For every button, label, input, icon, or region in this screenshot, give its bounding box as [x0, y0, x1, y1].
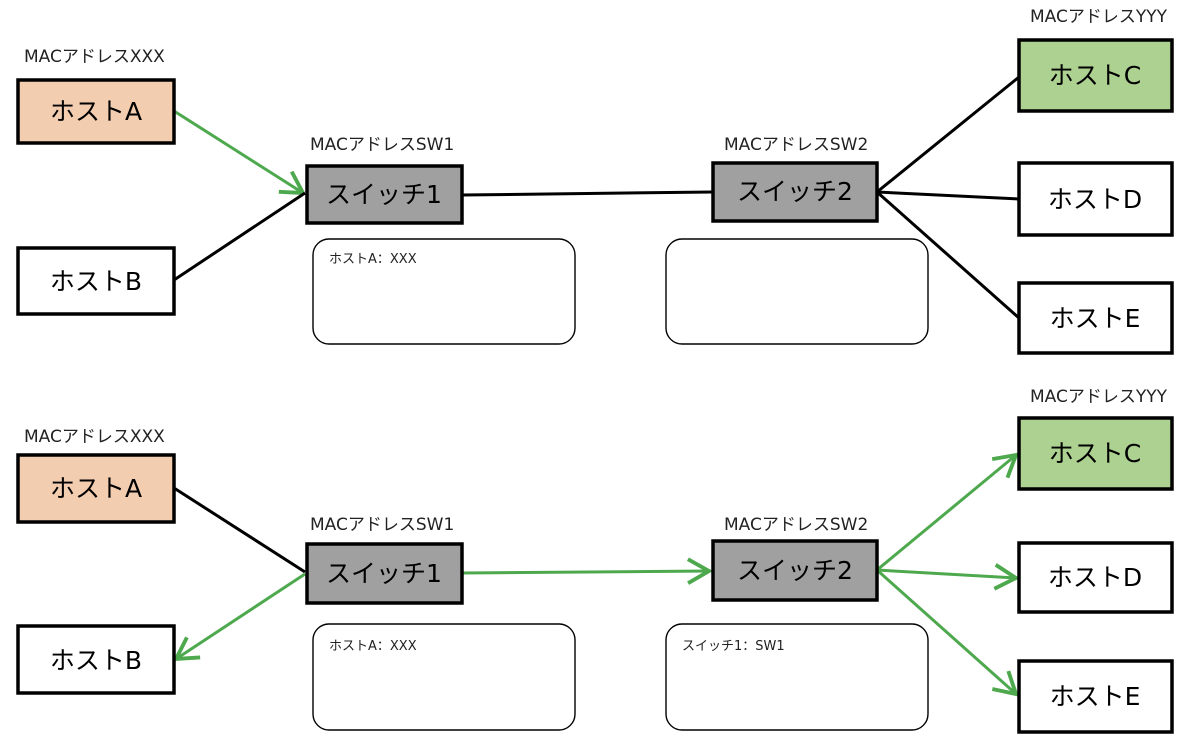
- switch-1-mac-label: MACアドレスSW1: [310, 135, 454, 155]
- link-a-sw1: [173, 486, 306, 574]
- host-d-box: [1017, 541, 1174, 614]
- host-b-box: [16, 246, 176, 316]
- host-e-box: [1017, 281, 1174, 355]
- host-a-box: [16, 78, 176, 145]
- switch-1-table-entry: ホストA：XXX: [329, 639, 417, 654]
- switch-2-label: スイッチ2: [737, 177, 853, 206]
- host-c-box: [1017, 38, 1174, 113]
- host-d-label: ホストD: [1048, 563, 1142, 592]
- link-sw2-c: [876, 75, 1020, 194]
- host-c-label: ホストC: [1049, 439, 1141, 468]
- switch-1-label: スイッチ1: [326, 559, 442, 588]
- frame-arrow-sw1-to-b: [172, 572, 306, 662]
- host-e-label: ホストE: [1050, 304, 1141, 333]
- switch-2-mac-table: [665, 623, 929, 731]
- frame-arrow-sw2-to-e: [876, 568, 1019, 697]
- frame-arrow-sw1-to-sw2: [461, 557, 713, 585]
- switch-2-mac-label: MACアドレスSW2: [724, 135, 868, 155]
- host-c-box: [1017, 416, 1174, 491]
- host-a-label: ホストA: [50, 97, 142, 126]
- link-sw2-d: [876, 190, 1020, 201]
- host-c-mac-label: MACアドレスYYY: [1030, 7, 1168, 27]
- host-b-box: [16, 624, 176, 695]
- switch-2-box: [711, 539, 879, 602]
- host-a-box: [16, 453, 176, 524]
- diagram-1: MACアドレスXXX ホストA ホストB MACアドレスSW1 スイッチ1 ホス…: [16, 7, 1174, 355]
- host-e-box: [1017, 659, 1174, 734]
- host-b-label: ホストB: [50, 267, 142, 296]
- switch-2-mac-label: MACアドレスSW2: [724, 515, 868, 535]
- diagram-2: MACアドレスXXX ホストA ホストB MACアドレスSW1 スイッチ1 ホス…: [16, 387, 1174, 734]
- host-c-mac-label: MACアドレスYYY: [1030, 387, 1168, 407]
- host-e-label: ホストE: [1050, 682, 1141, 711]
- host-d-label: ホストD: [1048, 185, 1142, 214]
- frame-arrow-sw2-to-c: [876, 452, 1020, 572]
- host-b-label: ホストB: [50, 646, 142, 675]
- switch-2-label: スイッチ2: [737, 556, 853, 585]
- frame-arrow-sw2-to-d: [876, 563, 1020, 591]
- host-c-label: ホストC: [1049, 61, 1141, 90]
- host-a-label: ホストA: [50, 474, 142, 503]
- switch-1-label: スイッチ1: [326, 180, 442, 209]
- switch-1-box: [305, 542, 464, 605]
- link-sw1-sw2: [461, 190, 714, 197]
- switch-1-box: [305, 164, 464, 225]
- switch-1-mac-table: [312, 238, 576, 345]
- switch-1-table-entry: ホストA：XXX: [329, 252, 417, 267]
- link-b-sw1: [173, 191, 306, 282]
- switch-2-box: [711, 161, 879, 223]
- link-sw2-e: [876, 190, 1020, 320]
- frame-arrow-a-to-sw1: [173, 109, 307, 196]
- host-d-box: [1017, 161, 1174, 237]
- host-a-mac-label: MACアドレスXXX: [24, 427, 165, 447]
- host-a-mac-label: MACアドレスXXX: [24, 47, 165, 67]
- switch-2-mac-table: [665, 238, 929, 345]
- switch-1-mac-label: MACアドレスSW1: [310, 515, 454, 535]
- switch-2-table-entry: スイッチ1：SW1: [682, 639, 785, 654]
- switch-1-mac-table: [312, 623, 576, 731]
